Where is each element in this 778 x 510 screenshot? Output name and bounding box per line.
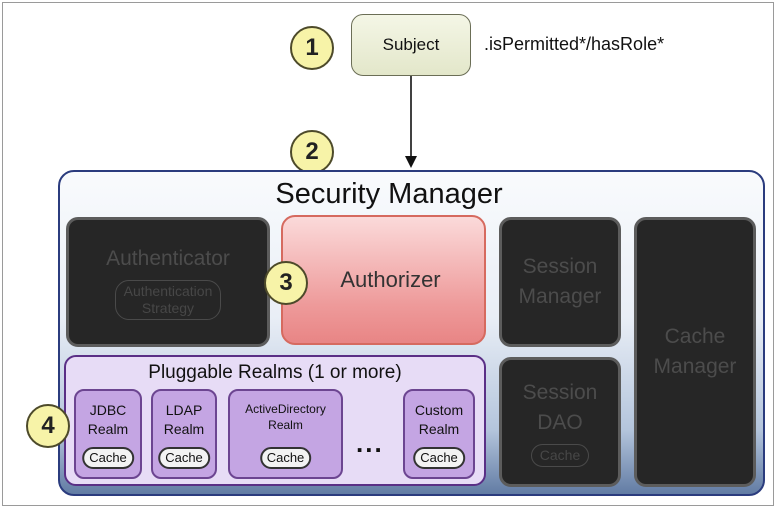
- realm-custom: Custom Realm Cache: [403, 389, 475, 479]
- step-badge-1: 1: [290, 26, 334, 70]
- realm-ldap: LDAP Realm Cache: [151, 389, 217, 479]
- realm-ellipsis: ...: [356, 428, 384, 458]
- step-badge-2: 2: [290, 130, 334, 174]
- realm-name-line1: Custom: [414, 402, 464, 418]
- realm-name-line2: Realm: [268, 418, 303, 432]
- realm-name-line2: Realm: [163, 421, 205, 437]
- realm-activedirectory: ActiveDirectory Realm Cache: [228, 389, 343, 479]
- realm-name-line1: JDBC: [89, 402, 127, 418]
- authorizer-box: Authorizer: [281, 215, 486, 345]
- authenticator-label: Authenticator: [106, 247, 230, 270]
- cache-manager-line1: Cache: [664, 325, 726, 348]
- realm-name: ActiveDirectory Realm: [230, 401, 341, 433]
- realm-name: Custom Realm: [405, 401, 473, 439]
- realm-name-line2: Realm: [418, 421, 460, 437]
- session-dao-line2: DAO: [537, 410, 583, 434]
- realm-name-line1: LDAP: [165, 402, 203, 418]
- realm-jdbc: JDBC Realm Cache: [74, 389, 142, 479]
- step-badge-3: 3: [264, 261, 308, 305]
- authenticator-box: Authenticator Authentication Strategy: [66, 217, 270, 347]
- pluggable-realms-title: Pluggable Realms (1 or more): [148, 362, 402, 383]
- session-manager-line1: Session: [522, 255, 598, 278]
- subject-box: Subject: [351, 14, 471, 76]
- session-dao-box: Session DAO Cache: [499, 357, 621, 487]
- realm-name: LDAP Realm: [153, 401, 215, 439]
- realm-cache: Cache: [259, 447, 312, 469]
- cache-manager-box: Cache Manager: [634, 217, 756, 487]
- realm-cache: Cache: [413, 447, 465, 469]
- authentication-strategy-line2: Strategy: [141, 300, 195, 316]
- security-manager-title: Security Manager: [275, 178, 503, 210]
- authorizer-label: Authorizer: [340, 267, 441, 292]
- session-dao-line1: Session: [522, 380, 598, 404]
- session-dao-cache: Cache: [530, 443, 590, 467]
- session-manager-line2: Manager: [518, 285, 602, 308]
- realm-name: JDBC Realm: [76, 401, 140, 439]
- realm-name-line1: ActiveDirectory: [245, 402, 326, 416]
- realm-name-line2: Realm: [87, 421, 129, 437]
- cache-manager-line2: Manager: [653, 355, 737, 378]
- session-manager-box: Session Manager: [499, 217, 621, 347]
- permission-method-label: .isPermitted*/hasRole*: [484, 34, 665, 54]
- authentication-strategy-pill: Authentication Strategy: [114, 280, 222, 320]
- authentication-strategy-line1: Authentication: [123, 283, 213, 299]
- realm-cache: Cache: [82, 447, 134, 469]
- step-badge-4: 4: [26, 404, 70, 448]
- realm-cache: Cache: [158, 447, 210, 469]
